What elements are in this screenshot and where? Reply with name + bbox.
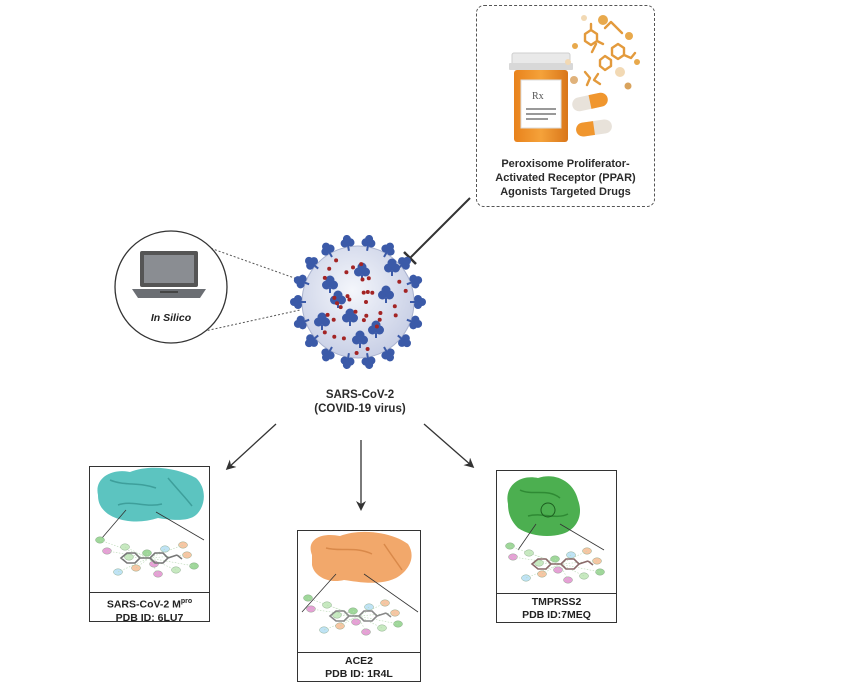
- panel-ace2-caption: ACE2 PDB ID: 1R4L: [298, 652, 420, 681]
- molecule-icons: [583, 20, 637, 87]
- tmprss2-pdb: PDB ID:7MEQ: [522, 609, 591, 621]
- ace2-structure: [301, 531, 419, 613]
- mpro-interaction-map: [95, 536, 199, 578]
- drug-line-2: Activated Receptor (PPAR): [495, 172, 636, 184]
- drug-line-1: Peroxisome Proliferator-: [501, 158, 630, 170]
- virus-label: SARS-CoV-2 (COVID-19 virus): [298, 388, 422, 416]
- virus-subtitle: (COVID-19 virus): [314, 403, 406, 415]
- capsule-icons: [572, 92, 612, 137]
- insilico-connector-bottom: [195, 309, 301, 334]
- tmprss2-structure: [507, 476, 605, 551]
- rx-text: Rx: [532, 91, 544, 102]
- panel-tmprss2: TMPRSS2 PDB ID:7MEQ: [496, 470, 617, 623]
- panel-mpro: SARS-CoV-2 Mpro PDB ID: 6LU7: [89, 466, 210, 625]
- ace2-interaction-map: [303, 594, 403, 636]
- inhibition-bar: [403, 251, 417, 265]
- drug-line-3: Agonists Targeted Drugs: [500, 186, 631, 198]
- mpro-structure: [97, 467, 205, 541]
- arrow-to-mpro: [225, 423, 277, 471]
- arrow-to-tmprss2: [423, 423, 475, 468]
- ace2-pdb: PDB ID: 1R4L: [325, 668, 393, 680]
- tmprss2-name: TMPRSS2: [531, 596, 582, 608]
- round-pills: [565, 15, 640, 90]
- laptop-icon: [132, 251, 206, 298]
- pill-bottle-icon: Rx: [509, 52, 573, 142]
- drug-box-caption: Peroxisome Proliferator- Activated Recep…: [477, 157, 654, 199]
- drug-box: Peroxisome Proliferator- Activated Recep…: [476, 5, 655, 207]
- virus-icon: [290, 234, 426, 370]
- virus-name: SARS-CoV-2: [325, 389, 395, 401]
- panel-mpro-caption: SARS-CoV-2 Mpro PDB ID: 6LU7: [90, 592, 209, 625]
- tmprss2-interaction-map: [505, 542, 605, 584]
- insilico-label: In Silico: [150, 312, 192, 324]
- mpro-name: SARS-CoV-2 Mpro: [106, 598, 193, 611]
- inhibition-line: [409, 197, 471, 259]
- panel-ace2: ACE2 PDB ID: 1R4L: [297, 530, 421, 682]
- panel-tmprss2-caption: TMPRSS2 PDB ID:7MEQ: [497, 593, 616, 622]
- mpro-pdb: PDB ID: 6LU7: [115, 611, 184, 624]
- ace2-name: ACE2: [344, 655, 373, 667]
